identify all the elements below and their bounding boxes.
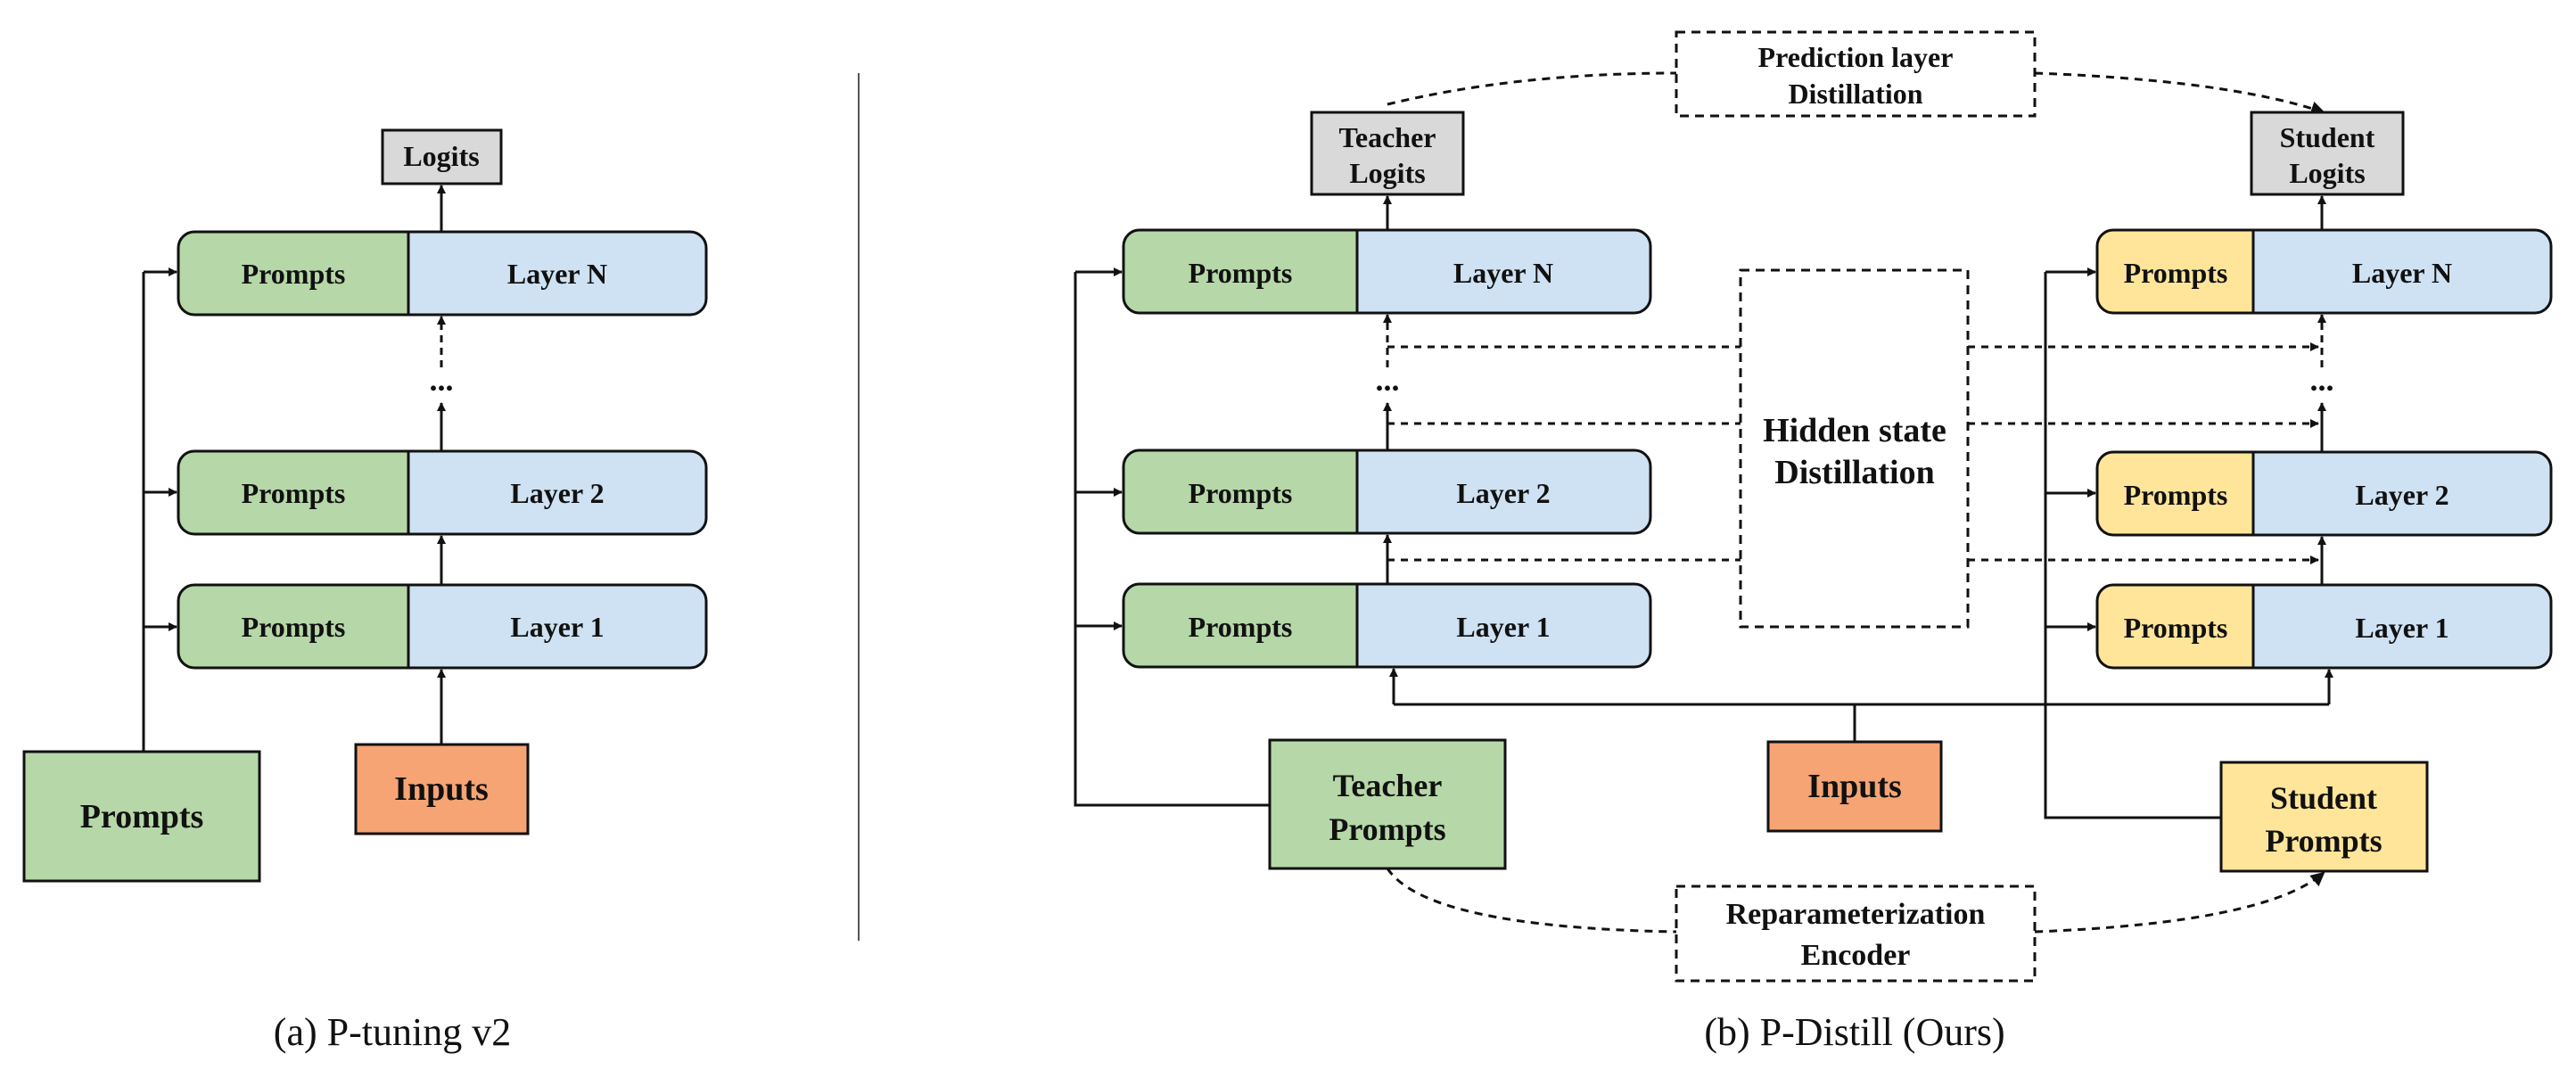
prompt-cell — [1123, 584, 1357, 667]
prompt-cell — [2097, 452, 2253, 535]
inputs-box-b — [1766, 740, 1943, 833]
teacher-ellipsis: ... — [1376, 362, 1400, 398]
layer-cell — [1357, 230, 1650, 313]
teacher-layer-row-2: Prompts Layer 2 — [1122, 448, 1652, 535]
student-logits-line1: Student — [2280, 121, 2375, 153]
teacher-logits-box — [1310, 111, 1465, 196]
layer-row-n: Prompts Layer N — [177, 230, 708, 317]
prediction-distillation-line2: Distillation — [1788, 78, 1922, 110]
prompt-label: Prompts — [1189, 611, 1293, 643]
layer-cell — [2253, 452, 2551, 535]
teacher-prompt-feeder — [1074, 267, 1270, 807]
reparam-line1: Reparameterization — [1726, 898, 1986, 931]
layer-cell — [408, 451, 706, 534]
student-ellipsis: ... — [2310, 362, 2334, 398]
panel-b: Prediction layer Distillation Teacher Lo… — [1074, 30, 2553, 1054]
prompt-feeder-lines — [142, 267, 177, 752]
layer-label: Layer N — [2352, 257, 2452, 289]
hidden-state-connectors — [1387, 342, 2319, 564]
teacher-prompts-line1: Teacher — [1333, 768, 1443, 803]
layer-label: Layer 2 — [2355, 479, 2448, 511]
student-logits-box — [2250, 111, 2405, 196]
prediction-distillation-line1: Prediction layer — [1758, 41, 1954, 73]
teacher-prompts-line2: Prompts — [1329, 811, 1445, 847]
layer-cell — [2253, 230, 2551, 313]
teacher-logits-line1: Teacher — [1338, 121, 1436, 153]
teacher-layer-row-1: Prompts Layer 1 — [1122, 582, 1652, 669]
prompt-label: Prompts — [1189, 257, 1293, 289]
hidden-distillation-line1: Hidden state — [1763, 412, 1946, 449]
layer-cell — [408, 585, 706, 668]
hidden-distillation-line2: Distillation — [1774, 454, 1934, 491]
layer-cell — [1357, 450, 1650, 533]
prompts-box-label: Prompts — [80, 798, 204, 835]
prompt-label: Prompts — [242, 258, 346, 290]
layer-cell — [2253, 585, 2551, 668]
student-layer-row-n: Prompts Layer N — [2095, 228, 2553, 315]
prompt-label: Prompts — [2124, 479, 2228, 511]
logits-box — [381, 128, 503, 185]
prediction-distillation: Prediction layer Distillation — [1387, 30, 2325, 118]
student-prompt-feeder — [2044, 267, 2221, 819]
layer-row-2: Prompts Layer 2 — [177, 449, 708, 536]
reparameterization-encoder: Reparameterization Encoder — [1386, 868, 2325, 983]
inputs-box — [354, 743, 530, 835]
caption-b: (b) P-Distill (Ours) — [1704, 1010, 2004, 1054]
layer-label: Layer 2 — [1456, 477, 1550, 509]
prompt-cell — [1123, 230, 1357, 313]
layer-label: Layer 1 — [1456, 611, 1550, 643]
hidden-state-distillation-box — [1739, 268, 1970, 629]
inputs-box-b-label: Inputs — [1807, 768, 1902, 805]
student-prompts-line1: Student — [2270, 780, 2377, 816]
teacher-prompts-box — [1268, 738, 1507, 870]
prompt-label: Prompts — [242, 477, 346, 509]
layer-label: Layer 1 — [2355, 612, 2448, 644]
layer-cell — [1357, 584, 1650, 667]
prompt-label: Prompts — [2124, 612, 2228, 644]
layer-label: Layer N — [1453, 257, 1553, 289]
student-layer-row-1: Prompts Layer 1 — [2095, 583, 2553, 670]
ellipsis: ... — [430, 362, 454, 398]
prompt-cell — [2097, 585, 2253, 668]
layer-label: Layer N — [507, 258, 607, 290]
caption-a: (a) P-tuning v2 — [274, 1010, 511, 1054]
layer-row-1: Prompts Layer 1 — [177, 583, 708, 670]
student-prompts-box — [2219, 761, 2429, 873]
prompts-box — [22, 750, 261, 883]
layer-label: Layer 1 — [510, 611, 604, 643]
prompt-cell — [1123, 450, 1357, 533]
teacher-logits-line2: Logits — [1349, 157, 1425, 189]
teacher-layer-row-n: Prompts Layer N — [1122, 228, 1652, 315]
prompt-cell — [2097, 230, 2253, 313]
inputs-connector — [1389, 668, 2333, 742]
prompt-cell — [178, 232, 408, 315]
panel-a: Logits Prompts Layer N Prompts Layer 2 P… — [22, 128, 708, 1054]
student-logits-line2: Logits — [2289, 157, 2365, 189]
prompt-label: Prompts — [2124, 257, 2228, 289]
layer-cell — [408, 232, 706, 315]
prompt-cell — [178, 585, 408, 668]
prompt-cell — [178, 451, 408, 534]
layer-label: Layer 2 — [510, 477, 604, 509]
logits-label: Logits — [403, 140, 479, 172]
reparam-line2: Encoder — [1801, 939, 1911, 972]
student-prompts-line2: Prompts — [2265, 823, 2382, 859]
prompt-label: Prompts — [242, 611, 346, 643]
inputs-box-label: Inputs — [394, 770, 489, 808]
student-layer-row-2: Prompts Layer 2 — [2095, 450, 2553, 537]
prompt-label: Prompts — [1189, 477, 1293, 509]
